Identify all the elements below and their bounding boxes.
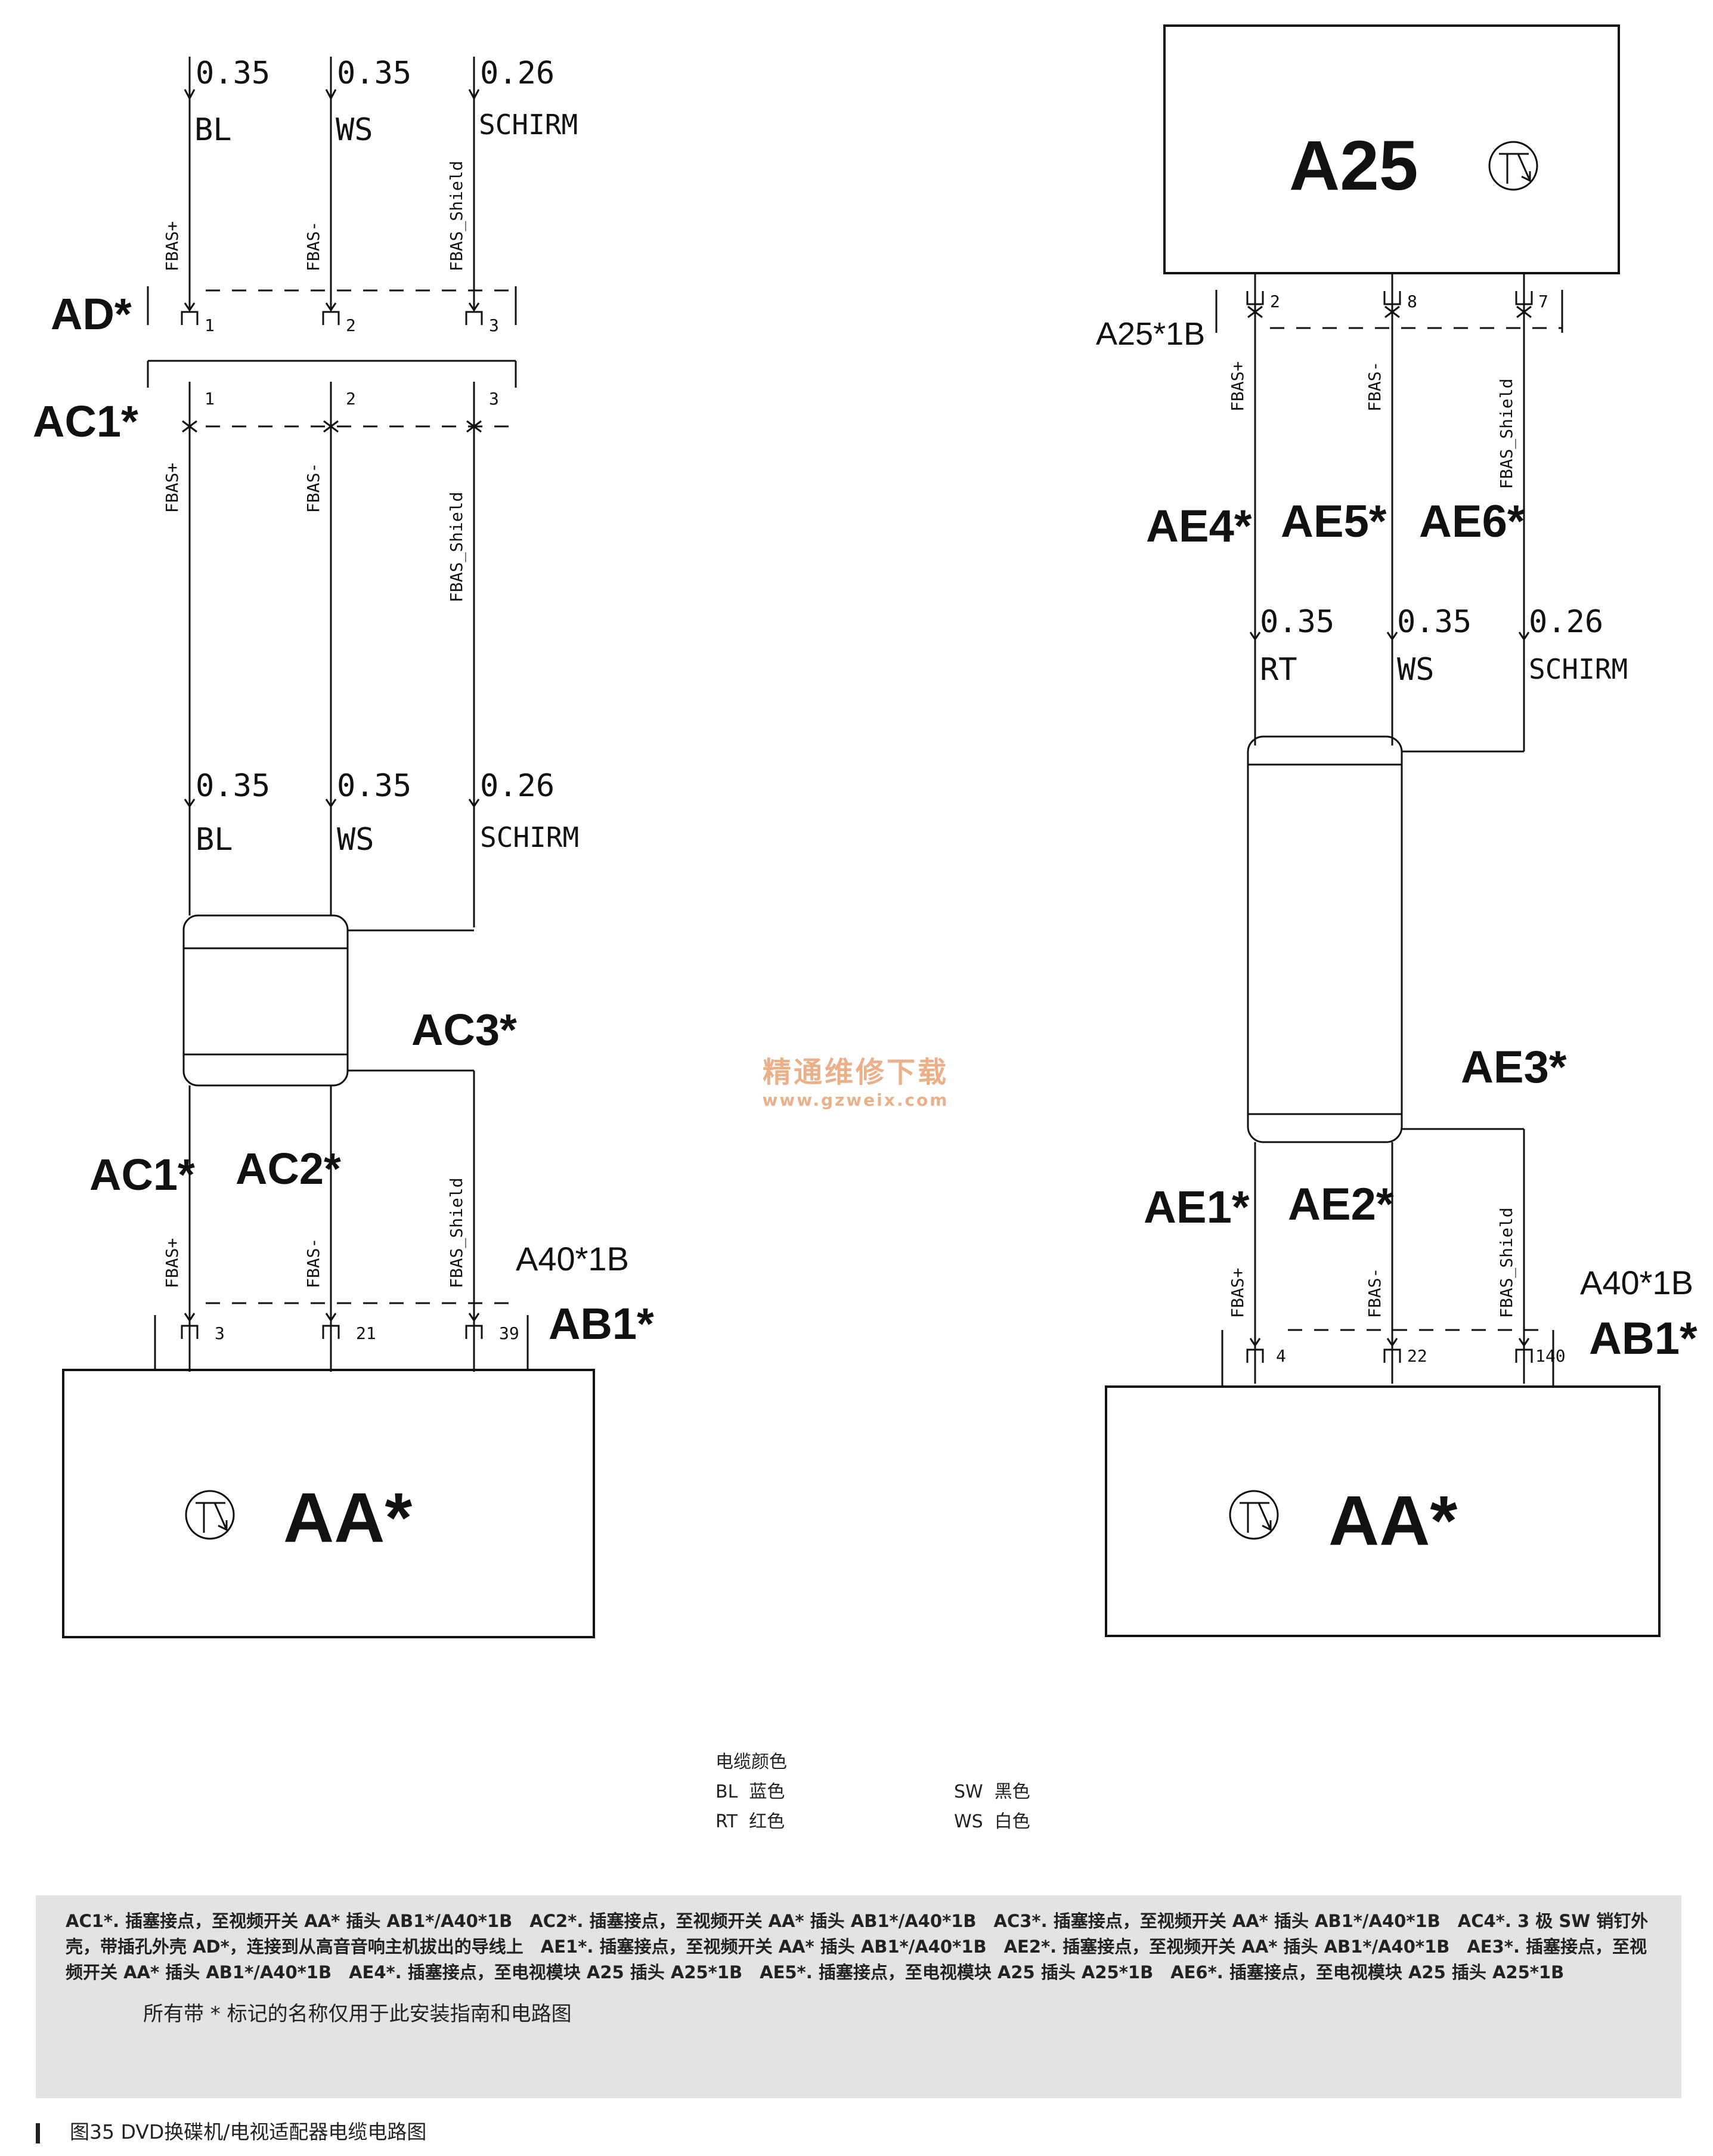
left-mid-gauge-2: 0.35 [337,768,411,804]
ad-pin-3: 3 [489,315,499,335]
label-ae3: AE3* [1461,1042,1567,1093]
plug-a40-left: A40*1B [516,1240,629,1277]
label-ae2: AE2* [1288,1179,1394,1230]
watermark-line2: www.gzweix.com [762,1090,949,1110]
label-ae1: AE1* [1144,1182,1250,1233]
legend-code: RT [715,1811,738,1832]
ad-pin-2: 2 [346,315,356,335]
figure-title-text: 图35 DVD换碟机/电视适配器电缆电路图 [70,2120,427,2143]
label-ae5: AE5* [1281,496,1387,547]
left-top-color-3: SCHIRM [479,109,578,141]
ab1-pin-3: 3 [215,1323,225,1343]
legend-code: BL [715,1781,738,1802]
left-top-gauge-2: 0.35 [337,55,411,91]
left-top-signal-3: FBAS_Shield [447,161,467,271]
left-circuit [62,57,595,1638]
ab1-pin-39: 39 [499,1323,519,1343]
transistor-icon-a25 [1488,141,1538,191]
watermark: 精通维修下载 www.gzweix.com [748,1048,963,1110]
ac1-pin-1: 1 [205,389,215,409]
right-low-signal-2: FBAS- [1365,1268,1384,1318]
left-mid-gauge-3: 0.26 [480,768,555,804]
left-mid-signal-2: FBAS- [303,463,323,513]
left-top-gauge-1: 0.35 [196,55,270,91]
right-color-1: RT [1260,652,1297,688]
watermark-line1: 精通维修下载 [762,1056,949,1089]
ac1-pin-3: 3 [489,389,499,409]
label-ad: AD* [51,289,132,339]
legend-name: 蓝色 [749,1781,785,1802]
legend-name: 黑色 [994,1781,1030,1802]
figure-title-bar [36,2123,40,2143]
module-a25: A25 [1289,126,1418,205]
left-mid-color-2: WS [337,822,374,858]
left-low-signal-2: FBAS- [303,1238,323,1288]
legend-entry-ws: WS 白色 [954,1807,1030,1837]
right-top-signal-3: FBAS_Shield [1497,379,1517,489]
right-top-signal-2: FBAS- [1365,361,1384,412]
wiring-diagram: 0.35 0.35 0.26 BL WS SCHIRM 0.35 0.35 0.… [33,24,1697,1638]
cable-color-legend: 电缆颜色 BL 蓝色 SW 黑色 RT 红色 WS 白色 [715,1747,1133,1843]
transistor-icon-right-aa [1229,1490,1279,1540]
a25-pin-8: 8 [1407,292,1417,311]
legend-code: WS [954,1811,983,1832]
caption-note: 所有带 * 标记的名称仅用于此安装指南和电路图 [143,2002,572,2026]
left-top-signal-1: FBAS+ [162,221,182,271]
left-mid-signal-1: FBAS+ [162,463,182,513]
figure-title: 图35 DVD换碟机/电视适配器电缆电路图 [36,2116,426,2145]
ad-pin-1: 1 [205,315,215,335]
label-ae6: AE6* [1419,496,1525,547]
legend-entry-sw: SW 黑色 [954,1777,1030,1807]
legend-name: 白色 [994,1811,1030,1832]
legend-entry-bl: BL 蓝色 [715,1777,785,1807]
ab1-pin-4: 4 [1276,1346,1286,1366]
right-color-3: SCHIRM [1529,653,1628,685]
label-ac3: AC3* [411,1005,517,1054]
module-aa-right: AA* [1328,1481,1457,1560]
right-gauge-2: 0.35 [1397,604,1472,640]
left-mid-signal-3: FBAS_Shield [447,492,467,602]
right-low-signal-3: FBAS_Shield [1497,1208,1517,1318]
legend-entry-rt: RT 红色 [715,1807,785,1837]
plug-a40-right: A40*1B [1580,1264,1693,1301]
module-aa-left: AA* [283,1478,412,1557]
right-gauge-3: 0.26 [1529,604,1603,640]
legend-title: 电缆颜色 [715,1752,787,1773]
ab1-pin-22: 22 [1407,1346,1427,1366]
legend-code: SW [954,1781,983,1802]
right-color-2: WS [1397,652,1435,688]
ab1-pin-140: 140 [1535,1346,1566,1366]
label-ac2: AC2* [236,1144,341,1193]
right-low-signal-1: FBAS+ [1228,1268,1247,1318]
left-top-color-1: BL [194,112,232,148]
left-top-color-2: WS [336,112,373,148]
transistor-icon [185,1490,235,1540]
right-top-signal-1: FBAS+ [1228,361,1247,412]
label-ab1-right: AB1* [1589,1313,1697,1364]
label-ac1-top: AC1* [33,397,138,446]
legend-name: 红色 [749,1811,785,1832]
label-ab1-left: AB1* [549,1299,654,1348]
left-top-gauge-3: 0.26 [480,55,555,91]
label-ac1-bottom: AC1* [89,1150,195,1199]
left-low-signal-1: FBAS+ [162,1238,182,1288]
caption-box: AC1*. 插塞接点，至视频开关 AA* 插头 AB1*/A40*1B AC2*… [36,1895,1681,2098]
label-ae4: AE4* [1146,501,1252,552]
plug-a25-1b: A25*1B [1096,316,1205,352]
a25-pin-7: 7 [1538,292,1548,311]
ac1-pin-2: 2 [346,389,356,409]
left-top-signal-2: FBAS- [303,221,323,271]
left-mid-color-1: BL [196,822,233,858]
a25-pin-2: 2 [1270,292,1280,311]
ab1-pin-21: 21 [356,1323,376,1343]
left-low-signal-3: FBAS_Shield [447,1178,467,1288]
left-mid-gauge-1: 0.35 [196,768,270,804]
left-mid-color-3: SCHIRM [480,821,579,853]
right-circuit [1105,24,1661,1637]
caption-text: AC1*. 插塞接点，至视频开关 AA* 插头 AB1*/A40*1B AC2*… [66,1911,1649,1982]
right-gauge-1: 0.35 [1260,604,1334,640]
